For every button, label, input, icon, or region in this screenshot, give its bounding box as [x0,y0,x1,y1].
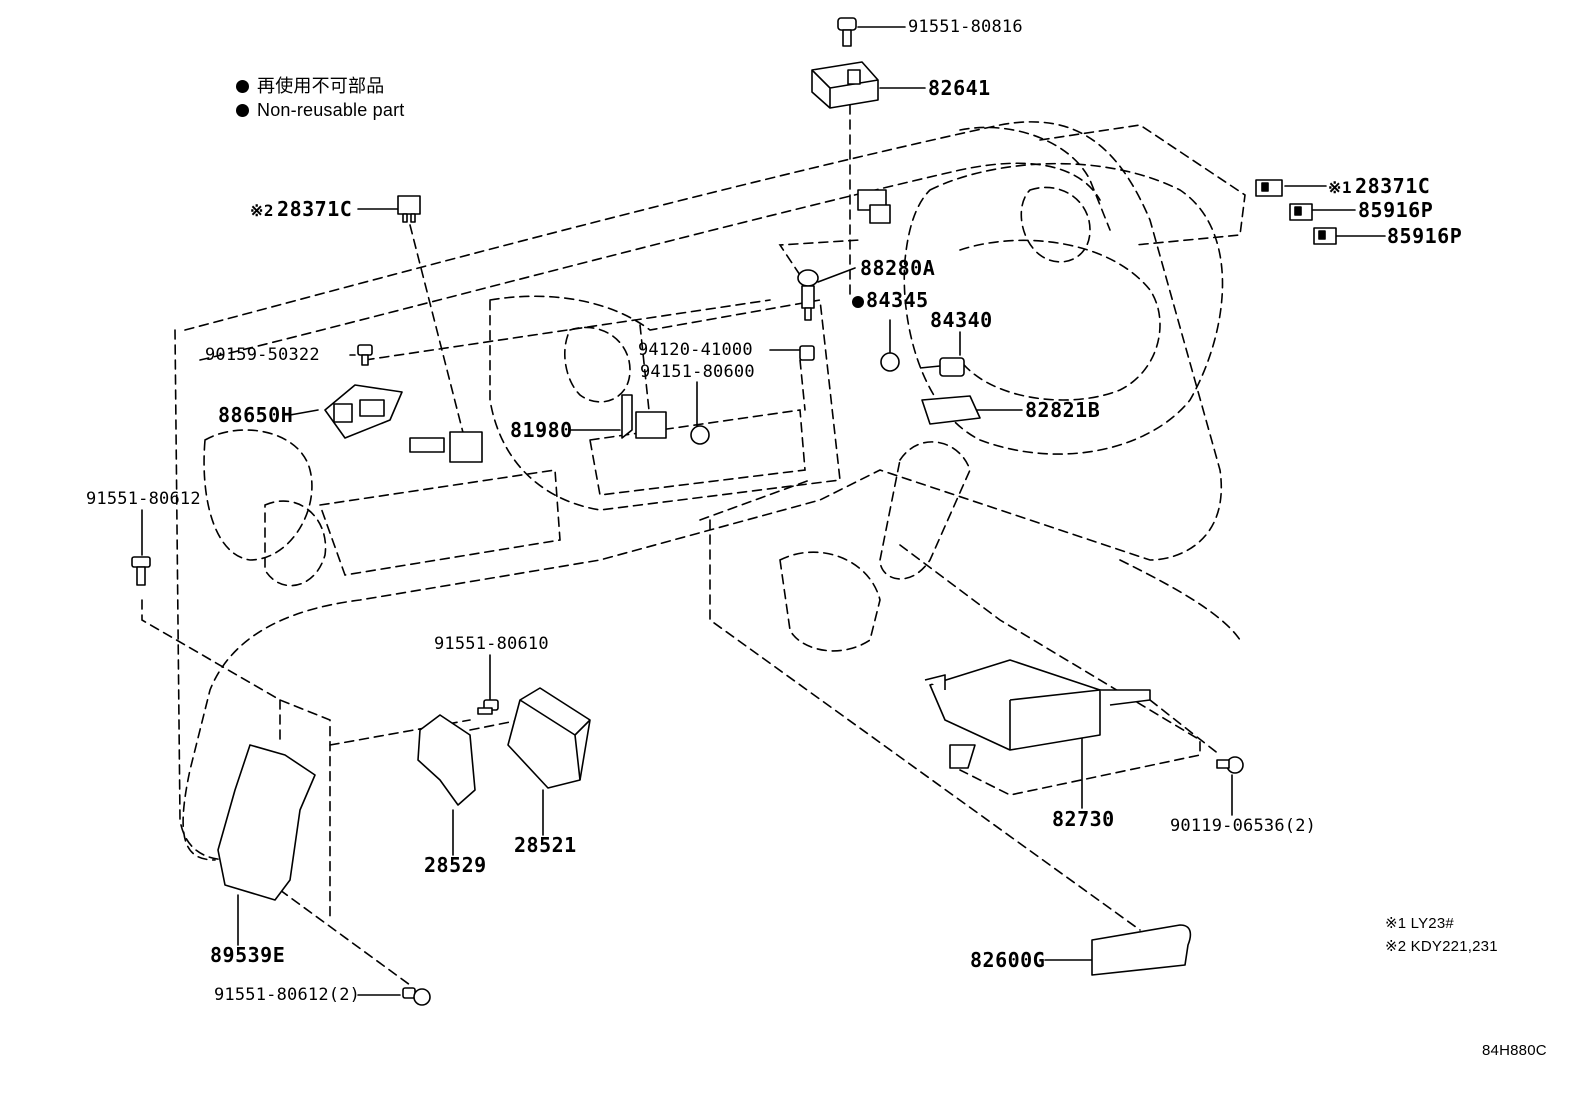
dash-28521 [469,719,521,731]
bolt-90119-06536 [1216,756,1244,774]
label-88650h[interactable]: 88650H [218,403,294,427]
clip-94151 [690,425,710,445]
non-reusable-dot-icon [236,80,249,93]
switch-84340 [919,357,965,377]
label-91551-80612-2[interactable]: 91551-80612(2) [214,985,361,1005]
non-reusable-dot-icon [852,296,864,308]
nut-94120 [799,345,815,361]
label-90119-06536-2[interactable]: 90119-06536(2) [1170,816,1317,836]
bolt-91551-80612-2 [402,987,431,1006]
bolt-91551-80816 [837,17,857,47]
label-89539e[interactable]: 89539E [210,943,286,967]
screw-90159-50322 [357,344,373,366]
switch-88650h [324,384,403,439]
relay-28371c-right [1255,179,1283,197]
label-82600g [1091,924,1192,976]
meter-hood [959,126,1111,231]
center-lower-rect [699,479,811,521]
legend-jp-text: 再使用不可部品 [257,76,385,96]
steering-wheel-outer [903,162,1224,455]
center-panel-rect [589,409,806,496]
bracket-28529 [417,714,476,806]
dash-88280a [778,239,861,276]
ecu-28521 [507,687,591,789]
label-84340[interactable]: 84340 [930,308,993,332]
connector-center [409,431,483,463]
bolt-91551-80610 [477,699,499,715]
label-84345-text: 84345 [866,288,929,312]
left-lower-vent-outline [264,500,327,587]
label-94151-80600[interactable]: 94151-80600 [640,362,755,382]
dash-90159 [364,299,771,361]
bracket-89539e [217,744,316,901]
dash-bottom-bolt [279,889,411,986]
legend-jp: 再使用不可部品 [236,77,384,95]
steering-wheel-inner [959,239,1161,401]
dash-28371c-left [409,224,471,461]
label-81980[interactable]: 81980 [510,418,573,442]
relay-85916p-a [1289,203,1313,221]
dash-82730-bolt [1149,699,1221,756]
left-vent-outline [203,429,313,561]
glovebox-outline [318,469,561,576]
mark-1: ※1 [1328,178,1353,197]
label-82821b[interactable]: 82821B [1025,398,1101,422]
label-91551-80816[interactable]: 91551-80816 [908,17,1023,37]
label-94120-41000[interactable]: 94120-41000 [638,340,753,360]
floor-line [1119,559,1241,641]
relay-85916p-b [1313,227,1337,245]
relay-88280a [797,269,819,321]
dash-82600g [709,519,1141,931]
label-85916p-a[interactable]: 85916P [1358,198,1434,222]
note-2: ※2 KDY221,231 [1385,938,1498,955]
clip-84345 [880,352,900,372]
meter-gauge [1020,186,1091,263]
dash-28529 [329,719,471,746]
dash-81980 [639,324,651,421]
legend-en-text: Non-reusable part [257,100,405,120]
leader-88280a [817,267,856,283]
label-84345[interactable]: 84345 [852,290,929,310]
instrument-panel-outline [182,121,1223,861]
label-82730[interactable]: 82730 [1052,807,1115,831]
label-28521[interactable]: 28521 [514,833,577,857]
sensor-81980 [621,394,667,439]
dash-82730-frame [899,544,1201,796]
label-28529[interactable]: 28529 [424,853,487,877]
legend-en: Non-reusable part [236,101,404,119]
dash-right-relay-box [1039,124,1246,246]
label-90159-50322[interactable]: 90159-50322 [205,345,320,365]
relay-block-82641 [811,61,879,109]
non-reusable-dot-icon [236,104,249,117]
instrument-panel-top-edge [199,162,1101,361]
figure-code: 84H880C [1482,1042,1547,1059]
relay-28371c-left [397,195,421,223]
center-vent-left [564,326,631,403]
label-82600g[interactable]: 82600G [970,948,1046,972]
mark-2: ※2 [250,201,275,220]
center-cluster-outline [489,295,841,511]
label-28371c-right-text: 28371C [1355,174,1431,198]
leader-88650h [289,409,319,416]
ecu-82730 [924,659,1151,769]
label-88280a[interactable]: 88280A [860,256,936,280]
column-cover [779,551,881,652]
cover-82821b [921,395,981,425]
dash-94120 [799,359,806,411]
bolt-91551-80612 [131,556,151,586]
connector-upper [857,189,891,224]
label-28371c-left-text: 28371C [277,197,353,221]
label-91551-80612[interactable]: 91551-80612 [86,489,201,509]
label-85916p-b[interactable]: 85916P [1387,224,1463,248]
steering-column [879,441,971,580]
label-82641[interactable]: 82641 [928,76,991,100]
note-1: ※1 LY23# [1385,915,1454,932]
label-91551-80610[interactable]: 91551-80610 [434,634,549,654]
